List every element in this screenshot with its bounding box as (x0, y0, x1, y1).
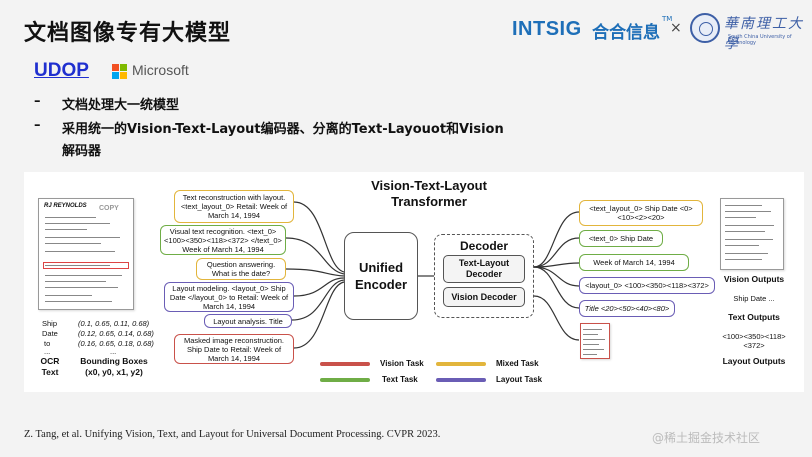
microsoft-logo-icon (112, 64, 127, 79)
bullet-1: 文档处理大一统模型 (62, 98, 180, 113)
task-layout-modeling: Layout modeling. <layout_0> Ship Date </… (164, 282, 294, 312)
scut-seal-icon (690, 13, 720, 43)
bounding-boxes-label: Bounding Boxes (x0, y0, x1, y2) (76, 356, 152, 378)
output-layout: <layout_0> <100><350><118><372> (579, 277, 715, 294)
task-visual-text-recognition: Visual text recognition. <text_0> <100><… (160, 225, 286, 255)
bullet-dash: – (34, 94, 41, 109)
legend-text-swatch (320, 378, 370, 382)
decoder-group: Decoder Text-Layout Decoder Vision Decod… (434, 234, 534, 318)
legend-mixed-swatch (436, 362, 486, 366)
ocr-box: (0.1, 0.65, 0.11, 0.68) (78, 319, 150, 328)
trademark-mark: TM (662, 15, 673, 23)
text-outputs-label: Text Outputs (728, 312, 780, 322)
document-stamp: COPY (99, 205, 119, 212)
ocr-word: ... (44, 347, 51, 356)
watermark: @稀土掘金技术社区 (652, 431, 761, 445)
ocr-text-label: OCR Text (40, 356, 60, 377)
output-document-image (720, 198, 784, 270)
scut-english-name: South China University of Technology (728, 34, 792, 46)
bullet-dash: – (34, 118, 41, 133)
ocr-box: (0.16, 0.65, 0.18, 0.68) (78, 339, 154, 348)
text-layout-decoder: Text-Layout Decoder (443, 255, 525, 283)
intsig-cn-logo: 合合信息 (592, 23, 660, 43)
document-header-text: RJ REYNOLDS (44, 203, 87, 209)
layout-value-output: <100><350><118> <372> (722, 332, 786, 350)
ocr-box: (0.12, 0.65, 0.14, 0.68) (78, 329, 154, 338)
output-text: <text_0> Ship Date (579, 230, 663, 247)
vision-outputs-label: Vision Outputs (723, 274, 785, 284)
diagram-title: Vision-Text-Layout Transformer (354, 178, 504, 210)
diagram-panel: Vision-Text-Layout Transformer RJ REYNOL… (24, 172, 804, 392)
bullet-2: 采用统一的Vision-Text-Layout编码器、分离的Text-Layou… (62, 122, 504, 137)
diagram-title-line1: Vision-Text-Layout (371, 178, 487, 193)
scut-name: 華南理工大學 (724, 16, 804, 52)
bullet-2-cont: 解码器 (62, 144, 102, 159)
bbox-label-line2: (x0, y0, x1, y2) (85, 367, 143, 377)
legend-layout-label: Layout Task (496, 375, 543, 384)
highlight-box (43, 262, 129, 269)
output-date: Week of March 14, 1994 (579, 254, 689, 271)
output-title-layout: Title <20><50><40><80> (579, 300, 675, 317)
unified-encoder: Unified Encoder (344, 232, 418, 320)
bbox-label-line1: Bounding Boxes (80, 356, 148, 366)
ocr-word: Date (42, 329, 58, 338)
legend-layout-swatch (436, 378, 486, 382)
task-layout-analysis: Layout analysis. Title (204, 314, 292, 328)
vision-decoder: Vision Decoder (443, 287, 525, 307)
ocr-box: ... (110, 347, 117, 356)
intsig-logo-text: INTSIG (512, 18, 582, 40)
task-masked-image-reconstruction: Masked image reconstruction. Ship Date t… (174, 334, 294, 364)
ocr-word: to (44, 339, 51, 348)
diagram-title-line2: Transformer (391, 194, 467, 209)
task-question-answering: Question answering. What is the date? (196, 258, 286, 280)
output-text-layout: <text_layout_0> Ship Date <0><10><2><20> (579, 200, 703, 226)
citation: Z. Tang, et al. Unifying Vision, Text, a… (24, 429, 441, 440)
legend-text-label: Text Task (382, 375, 418, 384)
times-sign: × (670, 20, 682, 36)
legend-vision-swatch (320, 362, 370, 366)
page-title: 文档图像专有大模型 (24, 21, 232, 46)
layout-outputs-label: Layout Outputs (722, 356, 786, 366)
legend-vision-label: Vision Task (380, 359, 424, 368)
ship-date-output: Ship Date ... (733, 294, 775, 303)
microsoft-label: Microsoft (132, 62, 189, 78)
decoder-label: Decoder (459, 239, 509, 253)
task-text-reconstruction: Text reconstruction with layout. <text_l… (174, 190, 294, 223)
connector-lines (285, 201, 580, 349)
ocr-word: Ship (42, 319, 58, 328)
output-reconstructed-image (580, 323, 610, 359)
udop-link[interactable]: UDOP (34, 60, 89, 81)
input-document-image: RJ REYNOLDS COPY (38, 198, 134, 310)
legend-mixed-label: Mixed Task (496, 359, 539, 368)
